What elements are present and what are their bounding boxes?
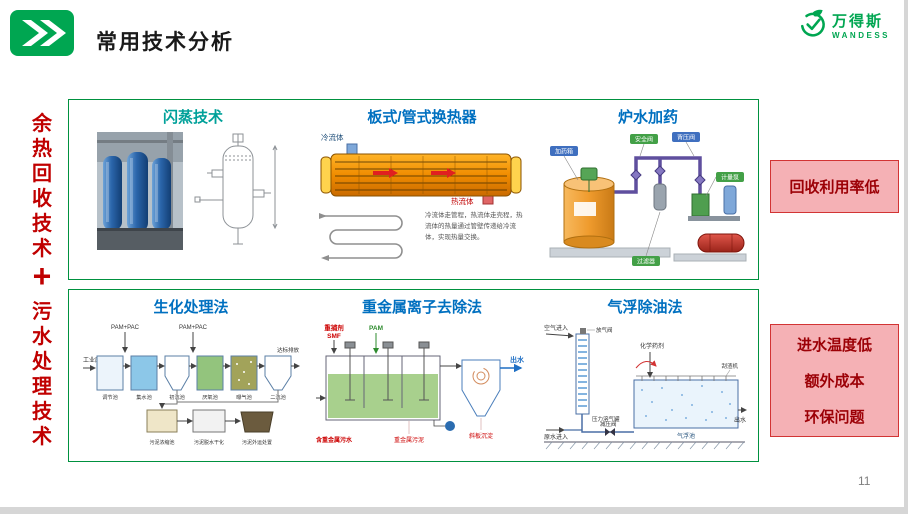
metal-removal-diagram: 重捕剂 SMF PAM bbox=[316, 323, 525, 444]
coil-diagram bbox=[319, 213, 403, 261]
chevron-icon bbox=[10, 10, 74, 56]
label-agent-smf: SMF bbox=[327, 333, 341, 340]
panel-dosing: 炉水加药 bbox=[541, 104, 755, 275]
panel-title-metal: 重金属离子去除法 bbox=[361, 299, 482, 316]
callout-sewage: 进水温度低 额外成本 环保问题 bbox=[770, 324, 899, 437]
panel-heat-exchanger: 板式/管式换热器 冷流体 bbox=[313, 104, 531, 275]
label-tank-4: 厌氧池 bbox=[202, 393, 218, 401]
label-chemical: 化学药剂 bbox=[640, 342, 664, 350]
panel-title-heat-exchanger: 板式/管式换热器 bbox=[367, 109, 477, 126]
panel-air-flotation: 气浮除油法 空气进入 放气阀 压力溶气罐 bbox=[537, 294, 753, 457]
logo: 万得斯 WANDESS bbox=[798, 9, 890, 44]
callout-waste-heat-text: 回收利用率低 bbox=[789, 179, 880, 196]
plus-sign: + bbox=[32, 258, 52, 294]
panel-title-bio: 生化处理法 bbox=[153, 299, 229, 316]
page-title: 常用技术分析 bbox=[96, 31, 234, 54]
label-metal-outlet: 出水 bbox=[510, 355, 525, 364]
label-metal-inlet: 含重金属污水 bbox=[316, 436, 353, 444]
label-dosing-tank: 加药箱 bbox=[555, 148, 573, 156]
label-pressure-tank: 压力溶气罐 bbox=[592, 415, 620, 423]
bio-treatment-diagram: PAM+PAC PAM+PAC 工业废水 bbox=[83, 325, 300, 446]
label-settler: 斜板沉淀 bbox=[469, 432, 493, 440]
label-flotation-pool: 气浮池 bbox=[677, 432, 695, 440]
label-sludge-thickener: 污泥浓缩池 bbox=[149, 439, 174, 446]
air-flotation-diagram: 空气进入 放气阀 压力溶气罐 减压阀 原水进入 bbox=[544, 324, 747, 450]
label-industrial-wastewater: 工业废水 bbox=[83, 356, 107, 364]
label-vent-valve: 放气阀 bbox=[596, 326, 613, 334]
callout-sewage-line-1: 进水温度低 bbox=[796, 337, 872, 354]
logo-subtitle: WANDESS bbox=[832, 30, 890, 40]
dosing-system-diagram: 加药箱 安全阀 背压阀 计量泵 过滤器 bbox=[549, 132, 747, 266]
label-filter: 过滤器 bbox=[637, 258, 655, 266]
panel-title-flotation: 气浮除油法 bbox=[607, 299, 683, 316]
label-meter-pump: 计量泵 bbox=[721, 174, 739, 182]
label-tank-1: 调节池 bbox=[102, 393, 118, 401]
label-agent: 重捕剂 bbox=[324, 323, 344, 332]
callout-waste-heat: 回收利用率低 bbox=[770, 160, 899, 213]
label-tank-5: 曝气池 bbox=[236, 393, 252, 401]
label-discharge: 达标排放 bbox=[277, 346, 300, 354]
label-waste-heat-recovery: 余热回收技术 bbox=[32, 113, 52, 260]
label-pam: PAM bbox=[369, 325, 383, 332]
label-raw-in: 原水进入 bbox=[544, 433, 568, 441]
label-sewage-treatment: 污水处理技术 bbox=[32, 301, 52, 448]
logo-name: 万得斯 bbox=[832, 13, 884, 31]
label-pam-pac-1: PAM+PAC bbox=[111, 325, 140, 331]
flash-vessel-diagram bbox=[194, 133, 278, 245]
label-pam-pac-2: PAM+PAC bbox=[179, 325, 208, 331]
flash-photo bbox=[97, 132, 183, 250]
label-flotation-outlet: 出水 bbox=[734, 416, 746, 424]
waste-heat-box: 闪蒸技术 bbox=[68, 99, 759, 280]
label-sludge-dewater: 污泥脱水干化 bbox=[194, 439, 224, 446]
label-back-valve: 背压阀 bbox=[677, 134, 695, 142]
label-cold-fluid: 冷流体 bbox=[321, 132, 344, 142]
page-number: 11 bbox=[858, 474, 871, 488]
label-sludge-disposal: 污泥外运处置 bbox=[242, 439, 272, 446]
label-tank-2: 集水池 bbox=[136, 393, 152, 401]
label-safety-valve: 安全阀 bbox=[635, 136, 653, 144]
label-scraper: 刮渣机 bbox=[721, 362, 738, 370]
panel-title-dosing: 炉水加药 bbox=[617, 109, 678, 126]
sewage-box: 生化处理法 PAM+PAC PAM+PAC 工业废水 bbox=[68, 289, 759, 462]
label-air-in: 空气进入 bbox=[544, 324, 568, 332]
label-metal-sludge: 重金属污泥 bbox=[394, 436, 424, 444]
panel-flash: 闪蒸技术 bbox=[85, 104, 301, 275]
label-hot-fluid: 热流体 bbox=[451, 196, 474, 206]
panel-title-flash: 闪蒸技术 bbox=[162, 109, 223, 126]
heat-exchanger-caption: 冷流体走管程，热流体走壳程，热流体的热量通过管壁传递给冷流体，实现热量交换。 bbox=[425, 212, 523, 242]
callout-sewage-line-2: 额外成本 bbox=[804, 373, 865, 390]
panel-bio-treatment: 生化处理法 PAM+PAC PAM+PAC 工业废水 bbox=[75, 294, 307, 457]
label-reduce-valve: 减压阀 bbox=[600, 420, 617, 428]
callout-sewage-line-3: 环保问题 bbox=[804, 409, 865, 426]
panel-metal-removal: 重金属离子去除法 重捕剂 SMF PAM bbox=[313, 294, 531, 457]
heat-exchanger-diagram: 冷流体 热流体 bbox=[320, 132, 522, 206]
wandess-logo-icon bbox=[798, 9, 828, 44]
